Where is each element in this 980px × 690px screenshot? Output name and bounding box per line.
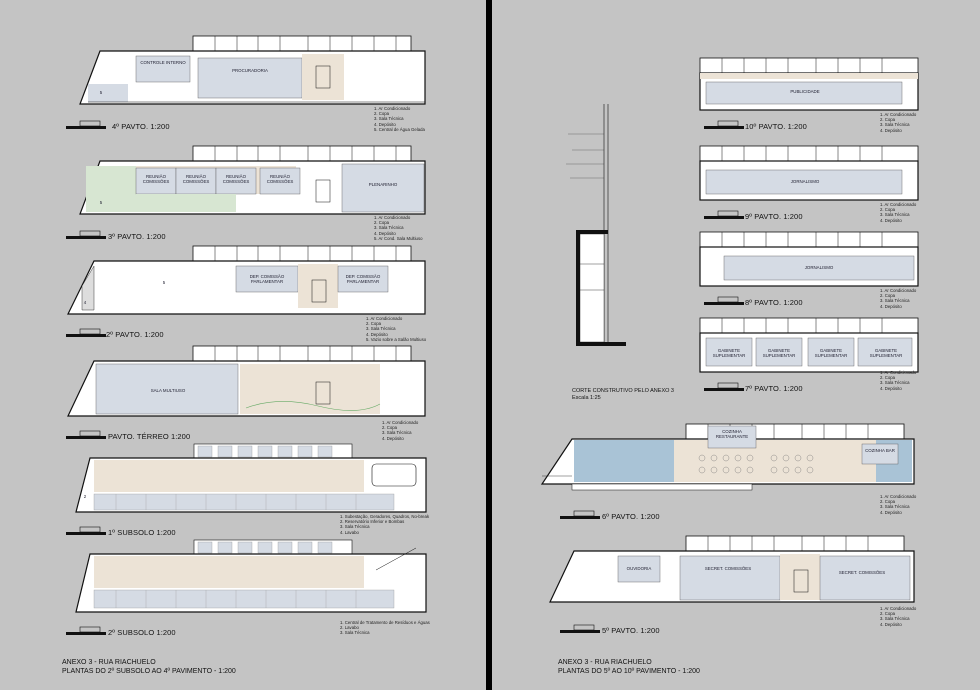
- room-reuniao: REUNIÃO COMISSÕES: [266, 174, 294, 184]
- scale-bar-icon: [560, 510, 600, 519]
- scale-bar-icon: [66, 526, 106, 535]
- sheet-footer: ANEXO 3 - RUA RIACHUELO PLANTAS DO 5º AO…: [558, 659, 700, 675]
- sheet-divider: [486, 0, 492, 690]
- plan-2-subsolo: [75, 539, 432, 613]
- room-number: 4: [83, 300, 87, 305]
- scale-bar-icon: [66, 430, 106, 439]
- room-gabinete: GABINETE SUPLEMENTAR: [762, 348, 796, 358]
- scale-bar-icon: [704, 382, 744, 391]
- plan-4-pavto: CONTROLE INTERNO PROCURADORIA 5: [79, 35, 430, 105]
- plan-3-pavto: REUNIÃO COMISSÕES REUNIÃO COMISSÕES REUN…: [79, 145, 430, 215]
- scale-bar-icon: [66, 626, 106, 635]
- plan-title: 2º PAVTO. 1:200: [106, 330, 164, 339]
- sheet-footer: ANEXO 3 - RUA RIACHUELO PLANTAS DO 2º SU…: [62, 659, 236, 675]
- plan-title: 1º SUBSOLO 1:200: [108, 528, 176, 537]
- legend-1-subsolo: 1. Subestação, Geradores, Quadros, No-br…: [340, 514, 430, 535]
- plan-2-drawing: [67, 245, 426, 315]
- room-plenarinho: PLENARINHO: [368, 182, 398, 187]
- plan-10-pavto: PUBLICIDADE: [699, 57, 919, 111]
- room-gabinete: GABINETE SUPLEMENTAR: [712, 348, 746, 358]
- room-dep-comissao: DEP. COMISSÃO PARLAMENTAR: [345, 274, 381, 284]
- plan-title: 5º PAVTO. 1:200: [602, 626, 660, 635]
- room-number: 2: [83, 494, 87, 499]
- room-dep-comissao: DEP. COMISSÃO PARLAMENTAR: [249, 274, 285, 284]
- plan-6-drawing: [540, 423, 915, 491]
- room-gabinete: GABINETE SUPLEMENTAR: [869, 348, 903, 358]
- scale-bar-icon: [66, 328, 106, 337]
- plan-2-pavto: 5 DEP. COMISSÃO PARLAMENTAR DEP. COMISSÃ…: [67, 245, 430, 315]
- room-secret-comissoes: SECRET. COMISSÕES: [704, 566, 752, 571]
- room-number: 5: [99, 90, 103, 95]
- plan-title: 7º PAVTO. 1:200: [745, 384, 803, 393]
- plan-5-drawing: [549, 535, 915, 603]
- section-drawing: [566, 104, 626, 346]
- plan-8-pavto: JORNALISMO: [699, 231, 919, 287]
- room-controle-interno: CONTROLE INTERNO: [140, 60, 186, 65]
- room-jornalismo: JORNALISMO: [804, 265, 834, 270]
- plan-8-drawing: [699, 231, 919, 287]
- room-sala-multiuso: SALA MULTIUSO: [150, 388, 186, 393]
- plan-9-drawing: [699, 145, 919, 201]
- legend-2-subsolo: 1. Central de Tratamento de Resíduos e Á…: [340, 620, 430, 636]
- room-number: 5: [162, 280, 166, 285]
- plan-title: 6º PAVTO. 1:200: [602, 512, 660, 521]
- room-gabinete: GABINETE SUPLEMENTAR: [814, 348, 848, 358]
- scale-bar-icon: [704, 296, 744, 305]
- plan-7-drawing: [699, 317, 919, 373]
- plan-3-drawing: [79, 145, 426, 215]
- plan-title: 3º PAVTO. 1:200: [108, 232, 166, 241]
- plan-title: 9º PAVTO. 1:200: [745, 212, 803, 221]
- room-cozinha-bar: COZINHA BAR: [865, 448, 895, 453]
- left-sheet: CONTROLE INTERNO PROCURADORIA 5 1. Ar Co…: [0, 0, 486, 690]
- room-cozinha-restaurante: COZINHA RESTAURANTE: [715, 429, 749, 439]
- plan-9-pavto: JORNALISMO: [699, 145, 919, 201]
- plan-1-subsolo: 2: [75, 443, 432, 513]
- room-reuniao: REUNIÃO COMISSÕES: [182, 174, 210, 184]
- scale-bar-icon: [704, 120, 744, 129]
- room-reuniao: REUNIÃO COMISSÕES: [142, 174, 170, 184]
- room-reuniao: REUNIÃO COMISSÕES: [222, 174, 250, 184]
- room-secret-comissoes: SECRET. COMISSÕES: [838, 570, 886, 575]
- right-sheet: CORTE CONSTRUTIVO PELO ANEXO 3 Escala 1:…: [492, 0, 980, 690]
- room-jornalismo: JORNALISMO: [790, 179, 820, 184]
- plan-10-drawing: [699, 57, 919, 111]
- plan-6-pavto: COZINHA RESTAURANTE COZINHA BAR: [540, 423, 918, 504]
- plan-title: 8º PAVTO. 1:200: [745, 298, 803, 307]
- plan-s1-drawing: [75, 443, 427, 513]
- plan-title: 2º SUBSOLO 1:200: [108, 628, 176, 637]
- plan-title: 4º PAVTO. 1:200: [112, 122, 170, 131]
- room-number: 5: [99, 200, 103, 205]
- plan-s2-drawing: [75, 539, 427, 613]
- plan-title: PAVTO. TÉRREO 1:200: [108, 432, 191, 441]
- plan-terreo-drawing: [67, 345, 426, 417]
- scale-bar-icon: [66, 230, 106, 239]
- scale-bar-icon: [560, 624, 600, 633]
- scale-bar-icon: [704, 210, 744, 219]
- section-title: CORTE CONSTRUTIVO PELO ANEXO 3 Escala 1:…: [572, 388, 674, 401]
- scale-bar-icon: [66, 120, 106, 129]
- plan-5-pavto: OUVIDORIA SECRET. COMISSÕES SECRET. COMI…: [549, 535, 918, 606]
- plan-4-drawing: [79, 35, 426, 105]
- room-publicidade: PUBLICIDADE: [790, 89, 820, 94]
- plan-terreo: SALA MULTIUSO: [67, 345, 430, 417]
- plan-title: 10º PAVTO. 1:200: [745, 122, 807, 131]
- room-ouvidoria: OUVIDORIA: [626, 566, 652, 571]
- room-procuradoria: PROCURADORIA: [232, 68, 268, 73]
- plan-7-pavto: GABINETE SUPLEMENTAR GABINETE SUPLEMENTA…: [699, 317, 919, 373]
